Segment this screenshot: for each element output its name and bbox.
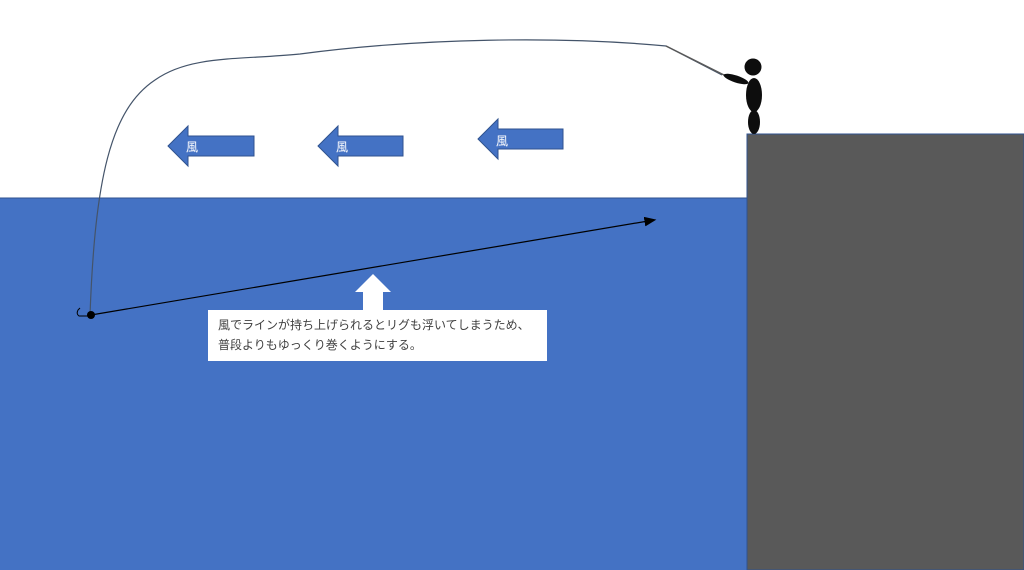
fishing-rod: [665, 45, 727, 77]
angler-body: [746, 78, 762, 112]
wind-arrow-3: [477, 117, 564, 161]
fishing-line: [89, 39, 723, 316]
explanation-note: 風でラインが持ち上げられるとリグも浮いてしまうため、 普段よりもゆっくり巻くよう…: [208, 310, 547, 361]
note-line-1: 風でラインが持ち上げられるとリグも浮いてしまうため、: [218, 318, 530, 332]
sinker-icon: [87, 311, 95, 319]
wind-label-3: 風: [496, 134, 509, 148]
angler-figure: [665, 45, 762, 134]
water: [0, 198, 748, 570]
note-line-2: 普段よりもゆっくり巻くようにする。: [218, 338, 422, 352]
wind-arrow-1: [167, 124, 255, 168]
cliff: [746, 133, 1024, 570]
lift-up-arrow: [355, 274, 391, 312]
angler-arm: [723, 73, 749, 85]
wind-arrow-2: [317, 124, 404, 168]
angler-head: [744, 58, 762, 76]
angler-legs: [748, 110, 760, 134]
wind-label-1: 風: [186, 140, 199, 154]
hook-icon: [76, 307, 91, 317]
wind-label-2: 風: [336, 140, 349, 154]
retrieve-arrow: [90, 216, 657, 316]
